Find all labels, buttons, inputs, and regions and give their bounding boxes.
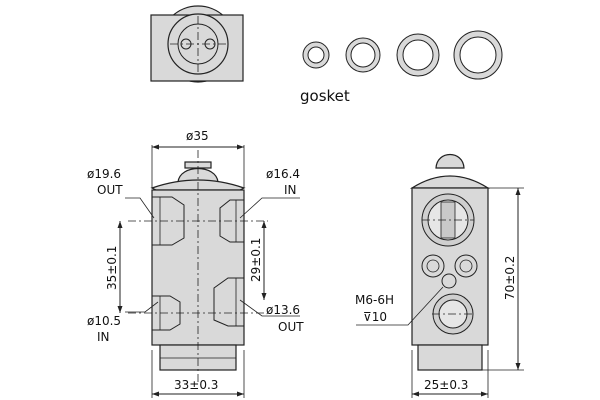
label-in-left: IN	[97, 330, 110, 344]
dim-right-vertical: 29±0.1	[249, 238, 263, 282]
label-out-left: OUT	[97, 183, 123, 197]
label-out-left-dia: ø19.6	[87, 167, 121, 181]
gasket-1-hole	[307, 46, 325, 64]
front-view: ø35 ø19.6 OUT ø16.4 IN 35±0.1 29±0.1 ø10…	[87, 129, 304, 398]
dim-height: 70±0.2	[503, 256, 517, 300]
side-hole-right	[454, 254, 478, 278]
leader-in-left	[125, 301, 159, 313]
leader-out-left	[125, 197, 155, 219]
dim-left-vertical: 35±0.1	[105, 246, 119, 290]
label-in-right: IN	[284, 183, 297, 197]
top-view	[150, 5, 244, 83]
gasket-2-hole	[350, 42, 376, 68]
leader-in-right	[239, 197, 300, 219]
port-in-upper-right	[219, 199, 244, 243]
side-bottom-cap	[417, 344, 483, 371]
gasket-4-hole	[459, 36, 497, 74]
label-out-right: OUT	[278, 320, 304, 334]
side-view: M6-6H ⊽10 70±0.2 25±0.3	[355, 153, 524, 398]
label-in-right-dia: ø16.4	[266, 167, 300, 181]
label-depth: ⊽10	[363, 310, 387, 324]
label-thread: M6-6H	[355, 293, 394, 307]
leader-out-right	[239, 299, 300, 317]
port-out-upper-left	[152, 196, 185, 246]
side-hole-right-inner	[459, 259, 473, 273]
dim-top-width: ø35	[186, 129, 209, 143]
side-thread-hole	[441, 273, 457, 289]
leader-thread	[356, 286, 444, 326]
side-hole-left	[421, 254, 445, 278]
gasket-set: gosket	[300, 30, 503, 105]
side-collar	[409, 175, 491, 189]
label-in-left-dia: ø10.5	[87, 314, 121, 328]
dim-bottom-width: 33±0.3	[174, 378, 218, 392]
label-out-right-dia: ø13.6	[266, 303, 300, 317]
gasket-label: gosket	[300, 87, 350, 105]
side-hole-left-inner	[426, 259, 440, 273]
port-out-lower-right	[213, 277, 244, 327]
side-dome	[435, 153, 465, 169]
dim-side-bottom-width: 25±0.3	[424, 378, 468, 392]
gasket-3-hole	[402, 39, 434, 71]
